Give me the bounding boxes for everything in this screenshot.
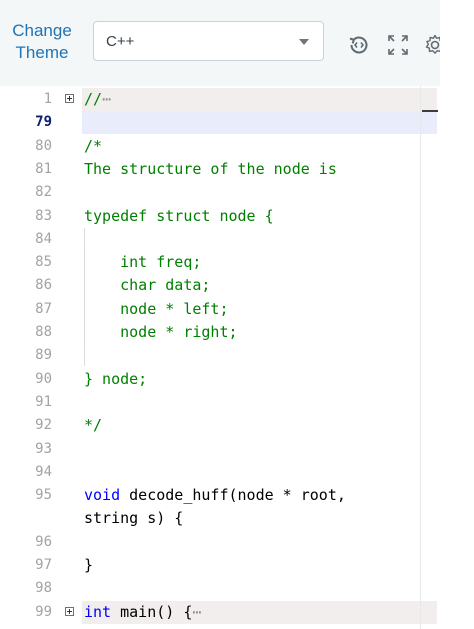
indent-guide-87 [84, 297, 123, 319]
code-text: node * left; [84, 298, 229, 321]
code-token: string s) { [84, 509, 184, 528]
code-text: int main() {⋯ [84, 601, 201, 624]
code-line[interactable]: 1 //⋯ [0, 88, 440, 111]
folded-line-highlight [82, 88, 437, 111]
fold-ellipsis[interactable]: ⋯ [102, 90, 112, 108]
code-token: typedef struct node { [84, 206, 274, 225]
line-number: 98 [35, 580, 52, 597]
line-number: 87 [35, 300, 52, 317]
code-line[interactable]: 87 node * left; [0, 298, 440, 321]
code-line[interactable]: 96 [0, 531, 440, 554]
line-number: 89 [35, 347, 52, 364]
line-number: 84 [35, 230, 52, 247]
code-text: } [84, 554, 93, 577]
code-line[interactable]: 88 node * right; [0, 321, 440, 344]
line-number: 80 [35, 137, 52, 154]
code-line[interactable]: 79 [0, 111, 440, 135]
code-line[interactable]: 84 [0, 228, 440, 251]
code-text: */ [84, 414, 102, 437]
code-token: } node; [84, 369, 148, 388]
fold-expand-icon[interactable] [65, 606, 74, 616]
code-token: int freq; [84, 253, 202, 272]
code-text: char data; [84, 274, 210, 297]
folded-line-highlight [82, 600, 437, 624]
code-text: int freq; [84, 251, 201, 274]
fold-expand-icon[interactable] [65, 94, 74, 103]
code-line[interactable]: 86 char data; [0, 274, 440, 297]
line-number: 96 [35, 533, 52, 550]
indent-guide-88 [84, 320, 123, 342]
history-icon[interactable] [346, 32, 372, 58]
line-number: 1 [43, 91, 52, 107]
line-number: 93 [35, 440, 52, 457]
code-line[interactable]: 97} [0, 554, 440, 577]
code-line[interactable]: 92 */ [0, 414, 440, 437]
code-token: char data; [84, 276, 211, 295]
code-token: node * left; [84, 299, 229, 318]
chevron-down-icon [299, 39, 309, 45]
code-line[interactable]: 95 void decode_huff(node * root, [0, 484, 440, 507]
change-theme-label: Change Theme [12, 21, 72, 62]
code-text: typedef struct node { [84, 205, 274, 228]
code-text: node * right; [84, 321, 238, 344]
code-line[interactable]: 83 typedef struct node { [0, 205, 440, 228]
active-line-highlight [82, 111, 437, 135]
line-number: 91 [35, 393, 52, 410]
code-line[interactable]: 81 The structure of the node is [0, 158, 440, 181]
code-line[interactable]: 91 [0, 391, 440, 414]
language-select[interactable]: C++ [93, 21, 324, 61]
line-number: 95 [35, 487, 52, 504]
code-line[interactable]: string s) { [0, 507, 440, 530]
line-number: 81 [35, 160, 52, 177]
overview-ruler-cursor [422, 110, 438, 112]
code-line[interactable]: 94 [0, 461, 440, 484]
fold-ellipsis[interactable]: ⋯ [192, 602, 202, 621]
language-value: C++ [106, 33, 135, 50]
code-text: } node; [84, 368, 147, 391]
code-text: The structure of the node is [84, 158, 337, 181]
code-text: string s) { [84, 507, 183, 530]
line-number: 90 [35, 370, 52, 387]
code-line[interactable]: 93 [0, 438, 440, 461]
code-line[interactable]: 82 [0, 181, 440, 204]
editor-toolbar: Change Theme C++ [0, 0, 445, 86]
line-number: 99 [35, 603, 52, 620]
print-margin [420, 86, 421, 629]
code-line[interactable]: 80 /* [0, 135, 440, 158]
line-number: 97 [35, 557, 52, 573]
code-line[interactable]: 85 int freq; [0, 251, 440, 274]
line-number: 86 [35, 277, 52, 294]
code-token: main() { [111, 602, 193, 621]
code-token: decode_huff(node * root, [120, 486, 346, 505]
line-number: 82 [35, 184, 52, 201]
code-token: } [84, 556, 94, 574]
code-token: /* [84, 136, 103, 155]
code-keyword: void [84, 486, 121, 505]
line-number: 85 [35, 254, 52, 271]
editor-scrollbar[interactable] [440, 0, 474, 629]
code-text: //⋯ [84, 88, 111, 111]
line-number: 94 [35, 463, 52, 480]
code-token: node * right; [84, 323, 238, 341]
indent-guide-86 [84, 274, 123, 296]
line-number: 83 [35, 207, 52, 224]
code-token: The structure of the node is [84, 159, 337, 178]
code-keyword: int [84, 602, 112, 621]
fullscreen-icon[interactable] [385, 32, 411, 58]
code-text: /* [84, 135, 102, 158]
code-line[interactable]: 90 } node; [0, 368, 440, 391]
line-number: 92 [35, 417, 52, 434]
line-number: 79 [35, 114, 52, 131]
code-line[interactable]: 98 [0, 577, 440, 600]
code-token: // [84, 90, 103, 108]
code-line[interactable]: 99 int main() {⋯ [0, 600, 440, 624]
indent-guide-85 [84, 251, 123, 273]
line-number: 88 [35, 324, 52, 340]
change-theme-link[interactable]: Change Theme [6, 20, 78, 64]
code-token: */ [84, 416, 103, 435]
code-text: void decode_huff(node * root, [84, 484, 346, 507]
code-line[interactable]: 89 [0, 344, 440, 367]
